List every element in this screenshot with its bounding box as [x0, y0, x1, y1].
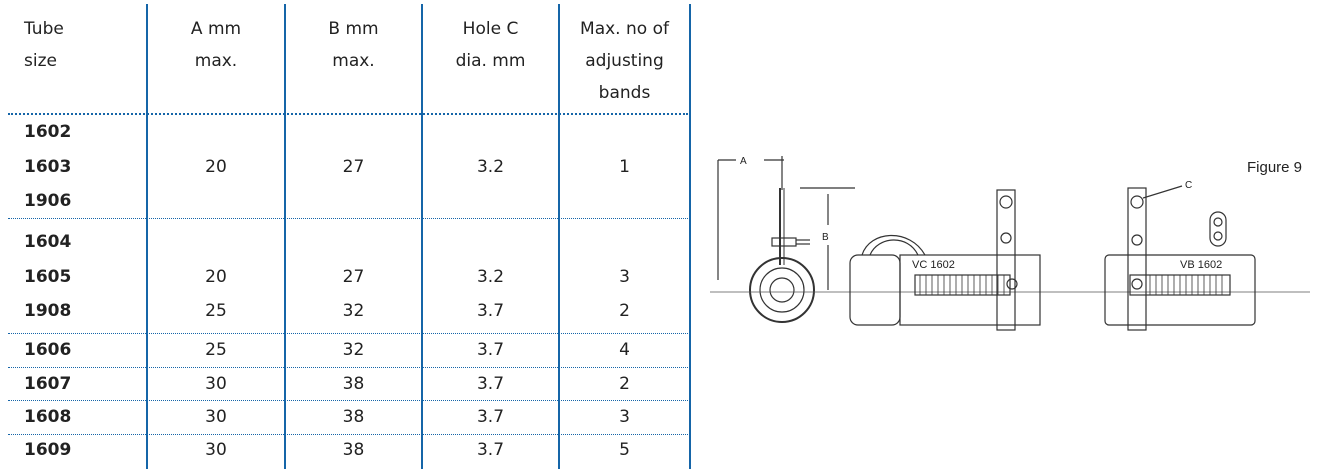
label-vc-1602: VC 1602 [912, 259, 955, 271]
header-line: A mm [190, 19, 242, 39]
header-line: max. [332, 51, 375, 71]
header-line: Hole C [462, 19, 519, 39]
leader-c [1142, 185, 1183, 199]
a-mm-cell: 30 [205, 374, 227, 394]
bands-cell: 2 [619, 374, 630, 394]
b-mm-cell: 38 [342, 440, 365, 460]
header-max-adjusting-bands: Max. no of adjusting bands [560, 16, 689, 106]
tube-body-vc [899, 254, 1041, 326]
a-mm-cell: 25 [205, 340, 227, 360]
label-vb-1602: VB 1602 [1180, 259, 1222, 271]
hole-c-cell: 3.2 [476, 157, 505, 177]
label-a: A [740, 156, 747, 167]
header-line: bands [598, 83, 651, 103]
b-mm-cell: 32 [342, 301, 365, 321]
header-line: adjusting [585, 51, 664, 71]
row-separator [8, 434, 688, 435]
row-separator [8, 400, 688, 401]
figure-caption: Figure 9 [1247, 159, 1302, 176]
hole-c-cell: 3.2 [476, 267, 505, 287]
header-line: Max. no of [580, 19, 669, 39]
bands-cell: 3 [619, 407, 630, 427]
bands-cell: 2 [619, 301, 630, 321]
a-mm-cell: 25 [205, 301, 227, 321]
header-b-mm-max: B mm max. [286, 16, 421, 74]
header-line: size [24, 51, 57, 71]
tube-size-cell: 1609 [24, 440, 72, 460]
tube-size-cell: 1604 [24, 232, 72, 252]
column-divider [284, 4, 286, 469]
header-separator [8, 113, 688, 115]
adjusting-band [996, 189, 1016, 331]
tube-bracket-diagram: A B C VC 1602 VB 1602 Figure 9 [710, 156, 1310, 331]
b-mm-cell: 38 [342, 374, 365, 394]
flex-lead [861, 234, 926, 256]
a-mm-cell: 20 [205, 157, 227, 177]
hole-c-cell: 3.7 [476, 407, 505, 427]
bands-cell: 4 [619, 340, 630, 360]
a-mm-cell: 20 [205, 267, 227, 287]
column-divider [146, 4, 148, 469]
hole-c-cell: 3.7 [476, 440, 505, 460]
tube-size-cell: 1605 [24, 267, 72, 287]
label-b: B [822, 232, 829, 243]
tube-end-inner [759, 267, 805, 313]
a-mm-cell: 30 [205, 440, 227, 460]
hole-c-cell: 3.7 [476, 374, 505, 394]
band-screw [1131, 278, 1143, 290]
bands-cell: 3 [619, 267, 630, 287]
header-line: Tube [24, 19, 64, 39]
hole-c-cell: 3.7 [476, 301, 505, 321]
column-divider [558, 4, 560, 469]
label-c: C [1185, 180, 1192, 191]
b-mm-cell: 27 [342, 267, 365, 287]
header-line: B mm [328, 19, 379, 39]
band-screw [1131, 234, 1143, 246]
mounting-hole [1130, 195, 1144, 209]
clamp-screw [771, 237, 797, 247]
tube-size-cell: 1606 [24, 340, 72, 360]
a-mm-cell: 30 [205, 407, 227, 427]
b-mm-cell: 38 [342, 407, 365, 427]
header-a-mm-max: A mm max. [148, 16, 284, 74]
b-mm-cell: 27 [342, 157, 365, 177]
header-line: dia. mm [455, 51, 526, 71]
header-line: max. [194, 51, 238, 71]
tube-end-outer [749, 257, 815, 323]
bands-cell: 5 [619, 440, 630, 460]
tube-size-cell: 1608 [24, 407, 72, 427]
band-screw [1000, 232, 1012, 244]
adjusting-band [1127, 187, 1147, 331]
band-screw [1006, 278, 1018, 290]
tube-size-cell: 1908 [24, 301, 72, 321]
tube-body-vb [1104, 254, 1256, 326]
tube-size-cell: 1602 [24, 122, 72, 142]
resistance-winding [914, 274, 1011, 296]
hole-c-cell: 3.7 [476, 340, 505, 360]
column-divider [421, 4, 423, 469]
header-hole-c-dia: Hole C dia. mm [423, 16, 558, 74]
tube-end-core [769, 277, 795, 303]
tube-cap [849, 254, 901, 326]
tube-size-cell: 1906 [24, 191, 72, 211]
tube-size-cell: 1607 [24, 374, 72, 394]
b-mm-cell: 32 [342, 340, 365, 360]
flex-lead [869, 239, 919, 256]
terminal-tag [1209, 211, 1227, 247]
bands-cell: 1 [619, 157, 630, 177]
column-divider [689, 4, 691, 469]
row-separator [8, 218, 688, 219]
mounting-hole [999, 195, 1013, 209]
header-tube-size: Tube size [24, 16, 64, 74]
tube-size-cell: 1603 [24, 157, 72, 177]
row-separator [8, 333, 688, 334]
row-separator [8, 367, 688, 368]
